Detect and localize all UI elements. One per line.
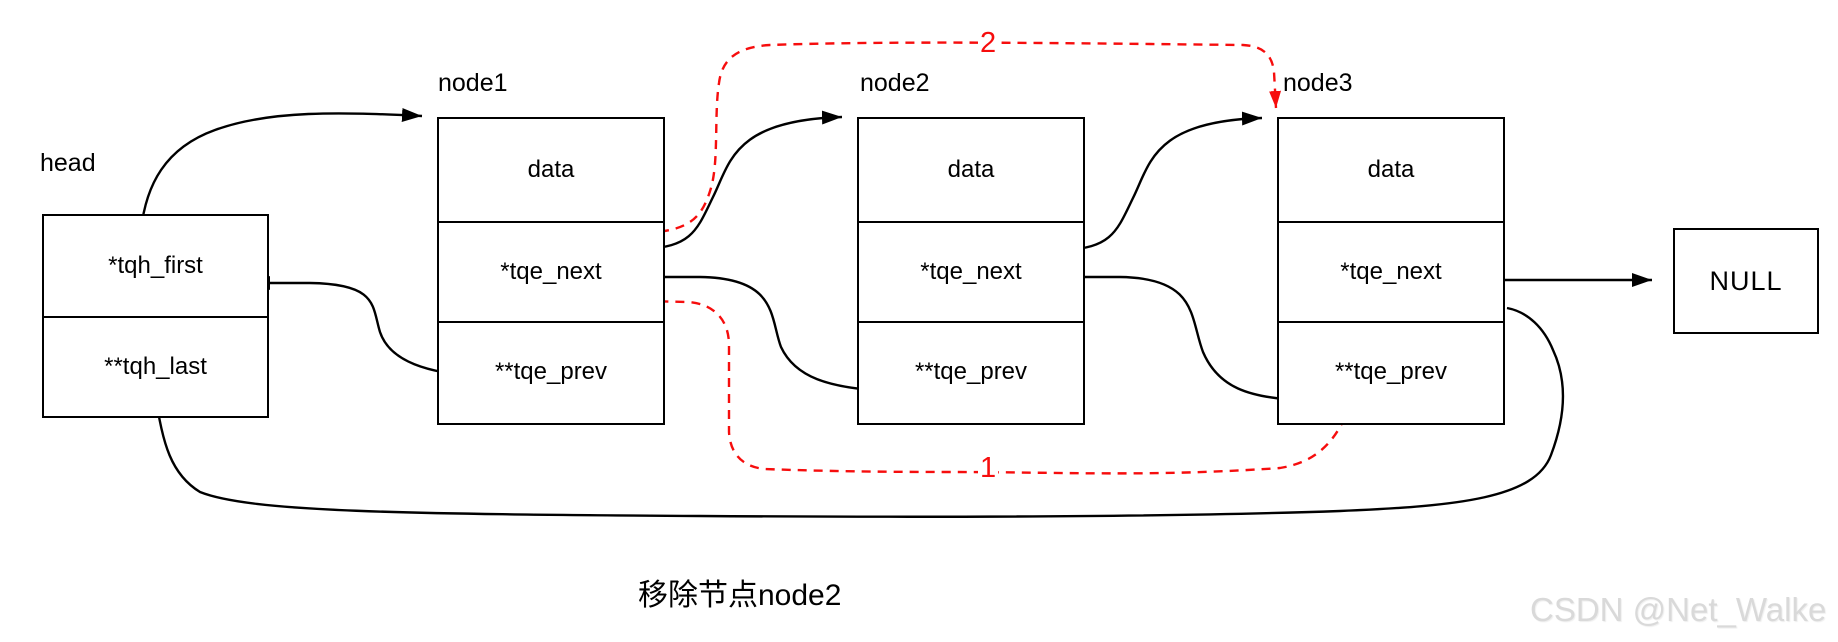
node3-box: data *tqe_next **tqe_prev bbox=[1277, 117, 1505, 425]
cell-tqh-last: **tqh_last bbox=[44, 316, 267, 416]
null-box: NULL bbox=[1673, 228, 1819, 334]
node3-cell-data: data bbox=[1367, 156, 1415, 183]
node3-cell-tqe-prev: **tqe_prev bbox=[1279, 321, 1503, 421]
node1-label: node1 bbox=[438, 69, 508, 97]
arrow-node2-next-to-node3 bbox=[1063, 111, 1263, 252]
node1-cell-data: data bbox=[527, 156, 575, 183]
node2-box: data *tqe_next **tqe_prev bbox=[857, 117, 1085, 425]
node2-cell-tqe-next: *tqe_next bbox=[859, 221, 1083, 321]
node2-cell-tqe-prev: **tqe_prev bbox=[859, 321, 1083, 421]
csdn-watermark: CSDN @Net_Walke bbox=[1530, 591, 1827, 628]
node1-cell-tqe-prev: **tqe_prev bbox=[439, 321, 663, 421]
arrow-node2-prev-to-node1 bbox=[644, 270, 887, 393]
arrow-node3-prev-to-node2 bbox=[1064, 270, 1302, 402]
node1-cell-tqe-next: *tqe_next bbox=[439, 221, 663, 321]
null-label: NULL bbox=[1709, 265, 1783, 296]
arrow-node1-next-to-node2 bbox=[643, 110, 843, 251]
diagram-caption: 移除节点node2 bbox=[638, 579, 842, 612]
head-box: *tqh_first **tqh_last bbox=[42, 214, 269, 418]
step1-number-label: 1 bbox=[978, 452, 999, 485]
arrow-head-first-to-node1 bbox=[139, 108, 423, 231]
node1-box: data *tqe_next **tqe_prev bbox=[437, 117, 665, 425]
node3-label: node3 bbox=[1283, 69, 1353, 97]
node3-cell-tqe-next: *tqe_next bbox=[1279, 221, 1503, 321]
cell-tqh-first: *tqh_first bbox=[108, 252, 203, 279]
node2-cell-data: data bbox=[947, 156, 995, 183]
head-label: head bbox=[40, 149, 96, 177]
step2-number-label: 2 bbox=[978, 27, 999, 60]
node2-label: node2 bbox=[860, 69, 930, 97]
